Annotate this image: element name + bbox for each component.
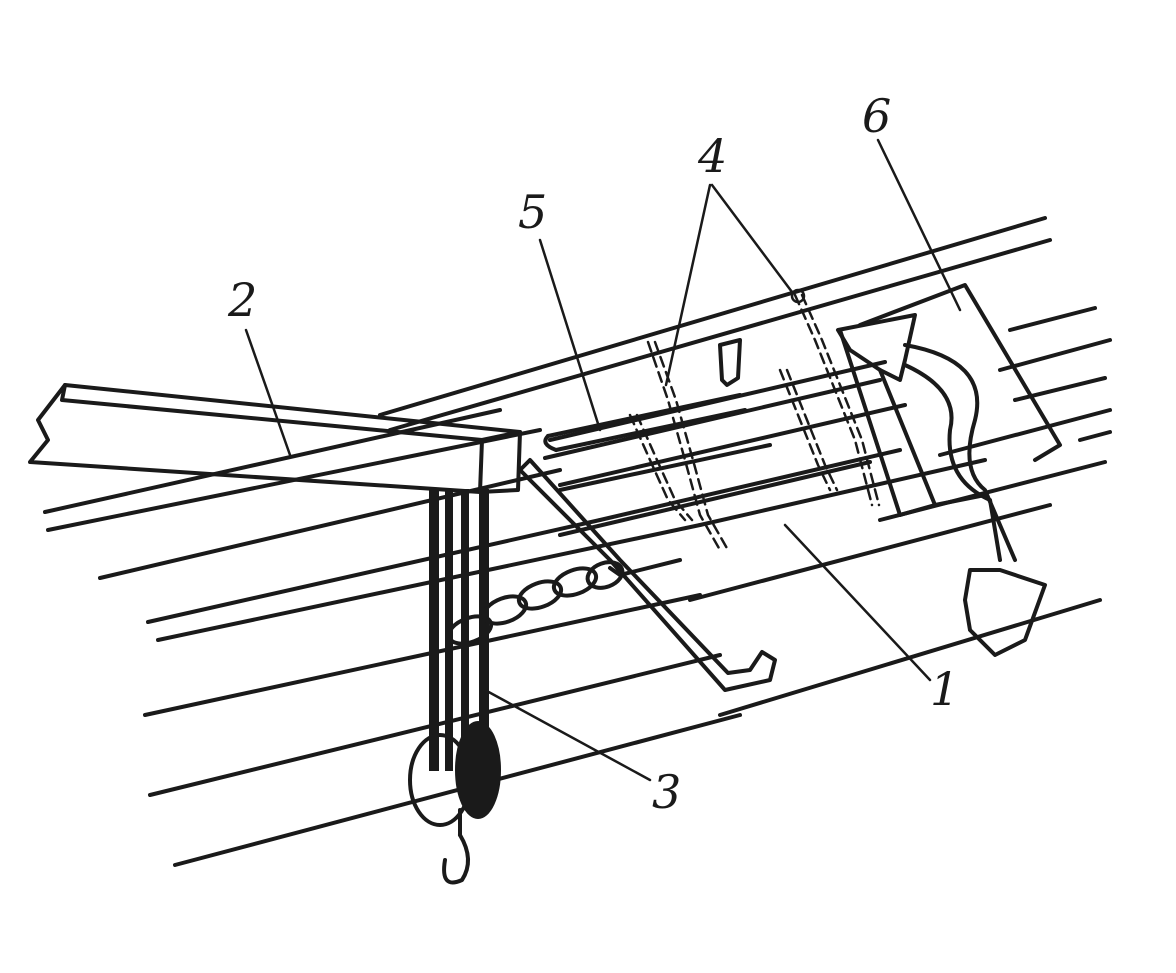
stopper-bar [543,338,747,452]
label-4: 4 [697,129,727,183]
anchor-board [858,283,1062,462]
lashing-chains [628,288,881,552]
anchor [836,313,1047,657]
cat-tackle [408,489,501,885]
cat-davit-beam [28,383,522,494]
hull-planking [43,216,1112,867]
release-lever [518,458,777,692]
label-3: 3 [652,765,681,819]
label-1: 1 [930,662,959,716]
label-2: 2 [227,273,257,327]
anchor-chain [446,560,625,646]
label-5: 5 [518,185,547,239]
label-6: 6 [862,89,891,143]
leader-lines [244,138,962,782]
